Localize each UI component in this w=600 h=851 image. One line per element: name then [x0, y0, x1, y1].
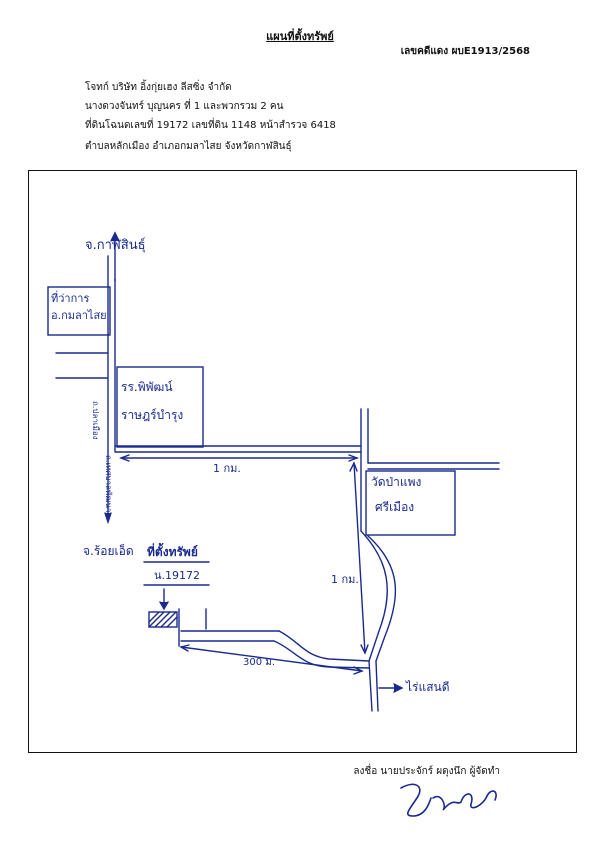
- arrow-rai-head: [393, 683, 404, 693]
- label-distance-top: 1 กม.: [213, 462, 241, 475]
- property-box: [148, 611, 178, 628]
- south-road-right: [375, 660, 379, 712]
- distance-top-head-l: [119, 454, 130, 462]
- school-box: [116, 366, 204, 448]
- distance-top-head-r: [348, 454, 359, 462]
- arrow-roiet-head: [104, 512, 112, 525]
- deed-line: ที่ดินโฉนดเลขที่ 19172 เลขที่ดิน 1148 หน…: [85, 120, 336, 131]
- property-map: จ.กาฬสินธุ์ ที่ว่าการ อ.กมลาไสย รร.พิพัฒ…: [28, 170, 577, 753]
- label-temple-1: วัดป่าแพง: [371, 475, 422, 489]
- signature-line: ลงชื่อ นายประจักร์ ผดุงนึก ผู้จัดทำ: [353, 766, 500, 777]
- case-number: เลขคดีแดง ผบE1913/2568: [400, 46, 530, 57]
- south-road-left: [368, 660, 373, 712]
- signature-mark: [400, 783, 497, 817]
- property-arrow-head: [159, 601, 169, 611]
- distance-right-head-t: [349, 461, 358, 472]
- document-title: แผนที่ตั้งทรัพย์: [266, 30, 334, 43]
- label-school-1: รร.พิพัฒน์: [121, 380, 173, 394]
- plaintiff-line: โจทก์ บริษัท อิ้งกุ่ยเฮง ลีสซิ่ง จำกัด: [85, 82, 232, 93]
- label-school-2: ราษฎร์บำรุง: [121, 408, 184, 422]
- distance-bottom-arrow: [180, 646, 363, 672]
- label-property: ที่ตั้งทรัพย์: [147, 545, 198, 559]
- curving-road-left: [360, 530, 388, 662]
- property-hatch: [166, 616, 178, 628]
- label-road-2: ถ.เทศบาลพัฒนา: [104, 455, 113, 513]
- distance-bottom-head-r: [353, 666, 364, 675]
- distance-bottom-head-l: [179, 644, 190, 652]
- curving-road-right: [367, 535, 397, 662]
- label-to-roiet: จ.ร้อยเอ็ด: [83, 544, 134, 558]
- temple-box: [365, 470, 456, 536]
- label-to-rai: ไร่แสนดี: [406, 680, 450, 694]
- label-deed: น.19172: [154, 569, 201, 582]
- label-distance-bottom: 300 ม.: [243, 657, 276, 668]
- distance-right-arrow: [353, 462, 366, 654]
- location-line: ตำบลหลักเมือง อำเภอกมลาไสย จังหวัดกาฬสิน…: [85, 141, 292, 152]
- property-hatch: [148, 611, 165, 628]
- arrow-kalasin-head: [110, 231, 120, 242]
- label-distance-right: 1 กม.: [331, 573, 359, 586]
- defendant-line: นางดวงจันทร์ บุญนคร ที่ 1 และพวกรวม 2 คน: [85, 101, 284, 112]
- property-hatch: [154, 611, 171, 628]
- district-office-box: [47, 286, 111, 336]
- label-to-kalasin: จ.กาฬสินธุ์: [85, 238, 146, 253]
- distance-right-head-b: [360, 644, 369, 655]
- label-district-office-1: ที่ว่าการ: [51, 292, 90, 305]
- label-temple-2: ศรีเมือง: [375, 500, 415, 514]
- property-hatch: [148, 611, 160, 623]
- label-road-1: ถ.ปลาเมือง: [91, 401, 100, 440]
- signature: [395, 776, 505, 830]
- property-hatch: [160, 611, 177, 628]
- access-road-lower-curve: [273, 640, 370, 669]
- access-road-upper-curve: [278, 630, 370, 662]
- map-drawing: [47, 231, 500, 712]
- label-district-office-2: อ.กมลาไสย: [51, 309, 107, 322]
